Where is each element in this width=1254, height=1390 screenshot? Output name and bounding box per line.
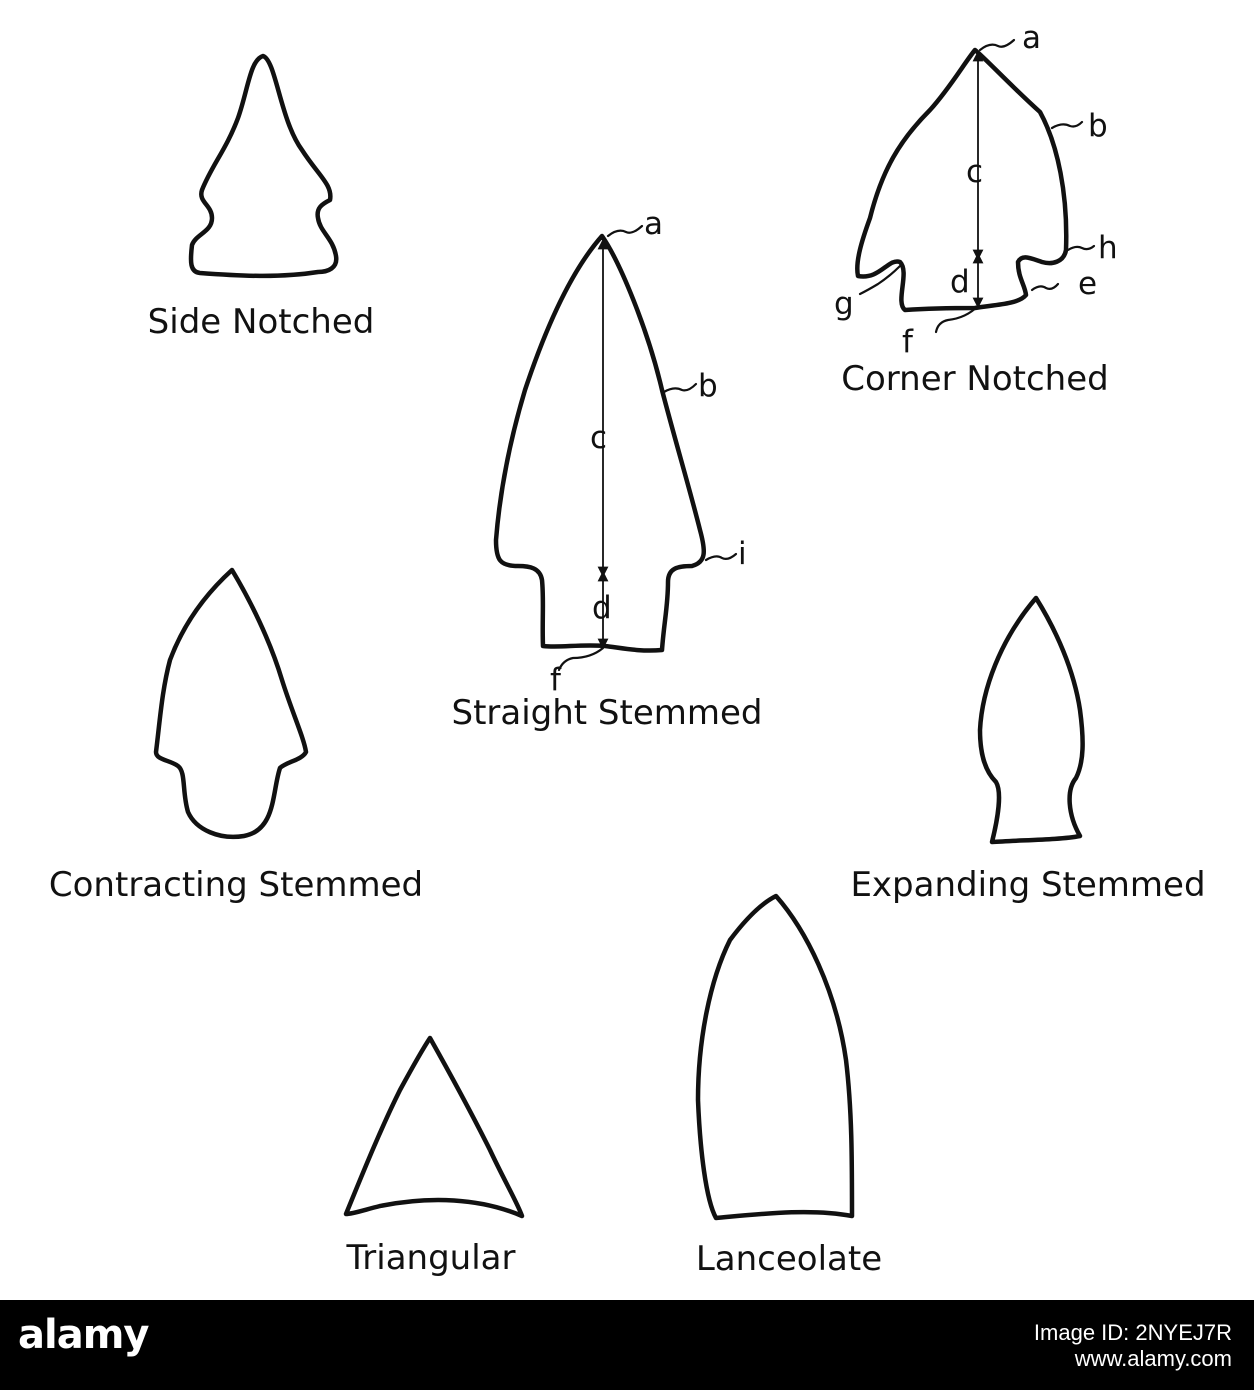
leader-a bbox=[606, 224, 644, 238]
leader-h bbox=[1066, 244, 1096, 252]
label-d: d bbox=[592, 590, 612, 626]
label-b: b bbox=[1088, 108, 1108, 144]
triangular-outline bbox=[343, 1035, 525, 1219]
leader-a bbox=[978, 38, 1016, 52]
leader-i bbox=[704, 552, 738, 562]
lanceolate-outline bbox=[695, 893, 855, 1221]
caption-straight-stemmed: Straight Stemmed bbox=[451, 693, 762, 733]
label-g: g bbox=[834, 286, 854, 322]
leader-b bbox=[662, 382, 698, 394]
caption-side-notched: Side Notched bbox=[148, 302, 375, 342]
label-b: b bbox=[698, 368, 718, 404]
label-d: d bbox=[950, 264, 970, 300]
label-f: f bbox=[902, 324, 914, 360]
label-a: a bbox=[644, 206, 663, 242]
leader-b bbox=[1050, 120, 1084, 130]
triangular-point: Triangular bbox=[343, 1035, 525, 1278]
leader-f bbox=[557, 646, 605, 672]
caption-lanceolate: Lanceolate bbox=[696, 1239, 882, 1279]
caption-expanding-stemmed: Expanding Stemmed bbox=[850, 865, 1205, 905]
side-notched-point: Side Notched bbox=[148, 53, 375, 342]
label-e: e bbox=[1078, 266, 1097, 302]
caption-corner-notched: Corner Notched bbox=[841, 359, 1108, 399]
label-i: i bbox=[738, 536, 747, 572]
side-notched-outline bbox=[188, 53, 339, 279]
expanding-stemmed-outline bbox=[977, 595, 1085, 845]
leader-e bbox=[1030, 282, 1060, 292]
alamy-logo: alamy bbox=[18, 1312, 149, 1358]
projectile-point-diagram: Side Notched a b c d h e g f Corner Notc… bbox=[49, 20, 1206, 1279]
image-id-label: Image ID: 2NYEJ7R bbox=[1033, 1320, 1232, 1345]
contracting-stemmed-point: Contracting Stemmed bbox=[49, 567, 423, 905]
stock-footer-bar: alamy Image ID: 2NYEJ7R www.alamy.com bbox=[0, 1300, 1254, 1390]
corner-notched-point: a b c d h e g f Corner Notched bbox=[834, 20, 1118, 399]
contracting-stemmed-outline bbox=[153, 567, 309, 840]
leader-f bbox=[934, 304, 980, 334]
site-url: www.alamy.com bbox=[1074, 1346, 1232, 1371]
caption-contracting-stemmed: Contracting Stemmed bbox=[49, 865, 423, 905]
label-f: f bbox=[550, 662, 562, 698]
straight-stemmed-point: a b c d i f Straight Stemmed bbox=[451, 206, 762, 733]
lanceolate-point: Lanceolate bbox=[695, 893, 882, 1279]
label-c: c bbox=[590, 420, 607, 456]
label-c: c bbox=[966, 154, 983, 190]
footer-info: Image ID: 2NYEJ7R www.alamy.com bbox=[1034, 1320, 1232, 1372]
expanding-stemmed-point: Expanding Stemmed bbox=[850, 595, 1206, 905]
label-h: h bbox=[1098, 230, 1118, 266]
label-a: a bbox=[1022, 20, 1041, 56]
caption-triangular: Triangular bbox=[346, 1238, 516, 1278]
leader-g bbox=[858, 264, 902, 296]
